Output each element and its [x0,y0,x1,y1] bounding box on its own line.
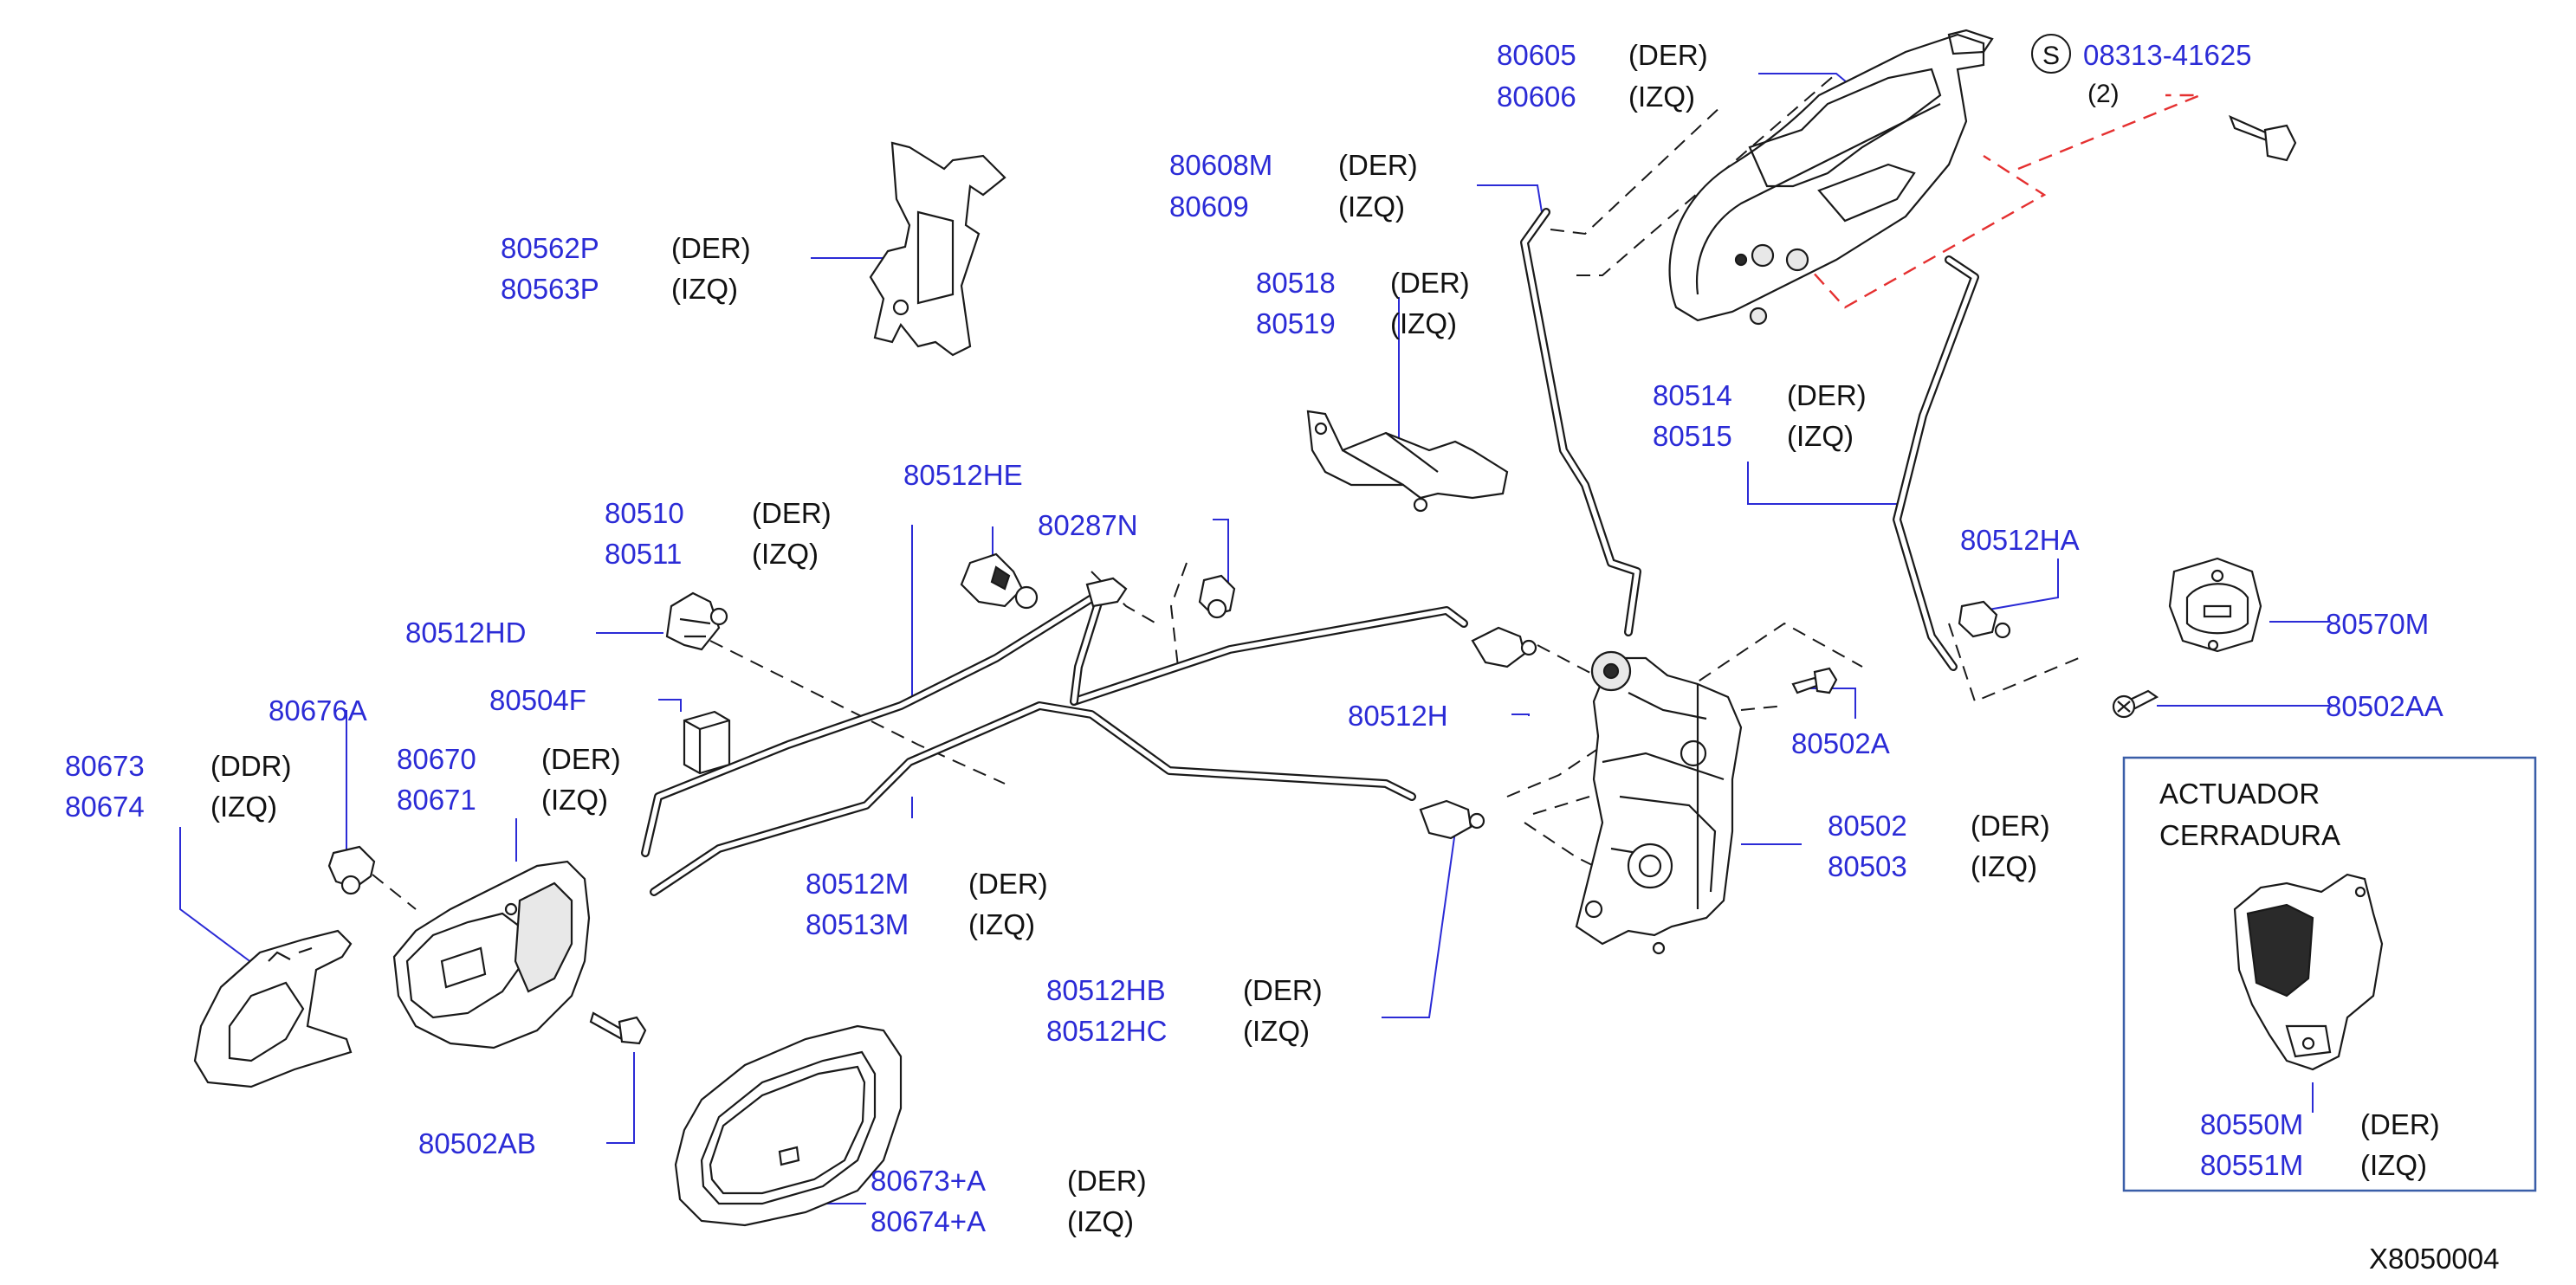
side-80514: (DER) [1787,379,1867,411]
part-number-80550m[interactable]: 80550M [2200,1108,2303,1140]
door-lock-80502-drawing [1575,650,1743,955]
part-number-80512he[interactable]: 80512HE [903,459,1023,491]
side-80608m: (DER) [1338,149,1418,181]
standard-symbol-circle [2031,34,2071,74]
screw-80502ab-drawing [589,1011,647,1045]
part-number-80502ab[interactable]: 80502AB [418,1127,536,1159]
part-number-80512hc[interactable]: 80512HC [1046,1015,1167,1047]
standard-symbol: S [2042,42,2060,70]
part-number-80502a[interactable]: 80502A [1791,727,1890,759]
side-80609: (IZQ) [1338,190,1405,223]
clip-80676a-drawing [327,845,376,895]
side-80563p: (IZQ) [671,273,738,305]
clip-80512hd-drawing [665,591,728,651]
bracket-80562p-drawing [869,141,1006,357]
rods [641,208,1979,896]
screw-80502aa-drawing [2112,689,2159,719]
inset-title-line1: ACTUADOR [2159,778,2320,810]
part-number-80519[interactable]: 80519 [1256,307,1336,339]
part-number-08313-41625[interactable]: 08313-41625 [2083,39,2252,71]
dashed-guides [372,73,2201,910]
side-80674a: (IZQ) [1067,1205,1134,1237]
side-80519: (IZQ) [1390,307,1457,339]
diagram-code: X8050004 [2369,1243,2499,1275]
clip-80287n-drawing [1198,574,1236,619]
striker-80570m-drawing [2168,557,2262,653]
part-number-80502aa[interactable]: 80502AA [2326,690,2443,722]
escutcheon-80673-drawing [193,929,353,1088]
side-80673a: (DER) [1067,1165,1147,1197]
side-80510: (DER) [752,497,832,529]
clip-80512ha-drawing [1958,600,2011,639]
part-number-80674[interactable]: 80674 [65,791,145,823]
part-number-80511[interactable]: 80511 [605,538,682,570]
clip-80512hb-drawing [1419,799,1485,840]
part-number-80518[interactable]: 80518 [1256,267,1336,299]
bolt-08313-drawing [2229,114,2297,162]
part-number-80512m[interactable]: 80512M [806,868,909,900]
side-80671: (IZQ) [541,784,608,816]
part-number-80609[interactable]: 80609 [1169,190,1249,223]
inset-box [2122,756,2537,1192]
side-80512hc: (IZQ) [1243,1015,1310,1047]
side-80503: (IZQ) [1971,850,2037,882]
part-number-80670[interactable]: 80670 [397,743,476,775]
part-number-80605[interactable]: 80605 [1497,39,1576,71]
part-number-80563p[interactable]: 80563P [501,273,599,305]
side-80512hb: (DER) [1243,974,1323,1006]
actuator-80550m-drawing [2233,873,2384,1071]
side-80674: (IZQ) [210,791,277,823]
part-number-80512hd[interactable]: 80512HD [405,617,526,649]
part-number-80503[interactable]: 80503 [1828,850,1907,882]
outside-handle-80605-drawing [1668,29,1994,326]
side-80512m: (DER) [968,868,1048,900]
screw-80502a-drawing [1791,667,1838,694]
part-number-80551m[interactable]: 80551M [2200,1149,2303,1181]
side-80562p: (DER) [671,232,751,264]
part-number-80674a[interactable]: 80674+A [871,1205,986,1237]
side-80513m: (IZQ) [968,908,1035,940]
part-number-80673[interactable]: 80673 [65,750,145,782]
part-number-80608m[interactable]: 80608M [1169,149,1272,181]
part-number-80512hb[interactable]: 80512HB [1046,974,1166,1006]
side-80550m: (DER) [2360,1108,2440,1140]
part-number-80514[interactable]: 80514 [1653,379,1732,411]
part-number-80504f[interactable]: 80504F [489,684,586,716]
side-80670: (DER) [541,743,621,775]
standard-part-callout: S 08313-41625 (2) [2031,34,2252,108]
part-number-80515[interactable]: 80515 [1653,420,1732,452]
side-80515: (IZQ) [1787,420,1854,452]
rod-clip-top-drawing [1085,577,1128,608]
bracket-80518-drawing [1306,410,1509,513]
side-80606: (IZQ) [1628,81,1695,113]
part-number-80502[interactable]: 80502 [1828,810,1907,842]
clip-80512h-drawing [1471,626,1537,668]
part-number-80570m[interactable]: 80570M [2326,608,2429,640]
part-number-80513m[interactable]: 80513M [806,908,909,940]
standard-part-qty: (2) [2087,80,2120,108]
side-80551m: (IZQ) [2360,1149,2427,1181]
clip-80512he-drawing [960,552,1039,610]
part-number-80510[interactable]: 80510 [605,497,684,529]
side-80511: (IZQ) [752,538,819,570]
part-number-80512h[interactable]: 80512H [1348,700,1448,732]
part-number-80287n[interactable]: 80287N [1038,509,1138,541]
side-80502: (DER) [1971,810,2050,842]
bezel-80673a-drawing [674,1024,903,1227]
part-number-80671[interactable]: 80671 [397,784,476,816]
part-number-80562p[interactable]: 80562P [501,232,599,264]
side-80518: (DER) [1390,267,1470,299]
inside-handle-80670-drawing [392,860,591,1049]
inset-title-line2: CERRADURA [2159,819,2340,851]
part-number-80512ha[interactable]: 80512HA [1960,524,2080,556]
part-number-80676a[interactable]: 80676A [269,694,367,726]
side-80673: (DDR) [210,750,291,782]
callout-labels: 80605 (DER) 80606 (IZQ) 80608M (DER) 806… [65,39,2443,1237]
pad-80504f-drawing [683,710,731,775]
part-number-80673a[interactable]: 80673+A [871,1165,986,1197]
part-number-80606[interactable]: 80606 [1497,81,1576,113]
side-80605: (DER) [1628,39,1708,71]
